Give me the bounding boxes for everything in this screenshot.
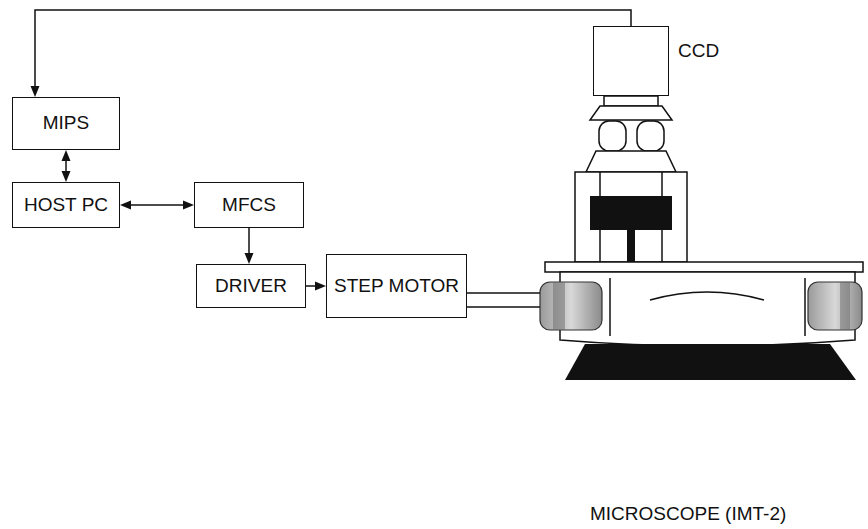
arrow-head bbox=[315, 282, 326, 291]
process-box: HOST PC bbox=[12, 182, 120, 228]
connector bbox=[306, 282, 326, 291]
arrow-head bbox=[62, 150, 71, 161]
box-label: HOST PC bbox=[24, 195, 108, 216]
box-label: MIPS bbox=[43, 113, 89, 134]
connector bbox=[62, 150, 71, 182]
connector bbox=[245, 228, 254, 264]
camera-label: CCD bbox=[678, 41, 719, 62]
arrow-head bbox=[62, 171, 71, 182]
box-label: DRIVER bbox=[215, 276, 287, 297]
ccd-camera: CCD bbox=[593, 26, 669, 96]
arrow-head bbox=[31, 86, 40, 97]
process-box: MIPS bbox=[12, 97, 120, 150]
box-label: MFCS bbox=[222, 195, 276, 216]
arrow-head bbox=[120, 201, 131, 210]
process-box: STEP MOTOR bbox=[326, 254, 467, 318]
arrow-head bbox=[183, 201, 194, 210]
connector bbox=[31, 10, 632, 97]
connector bbox=[120, 201, 194, 210]
instrument-label: MICROSCOPE (IMT-2) bbox=[590, 503, 786, 525]
arrow-head bbox=[245, 253, 254, 264]
box-label: STEP MOTOR bbox=[334, 276, 459, 297]
process-box: DRIVER bbox=[196, 264, 306, 308]
process-box: MFCS bbox=[194, 182, 304, 228]
